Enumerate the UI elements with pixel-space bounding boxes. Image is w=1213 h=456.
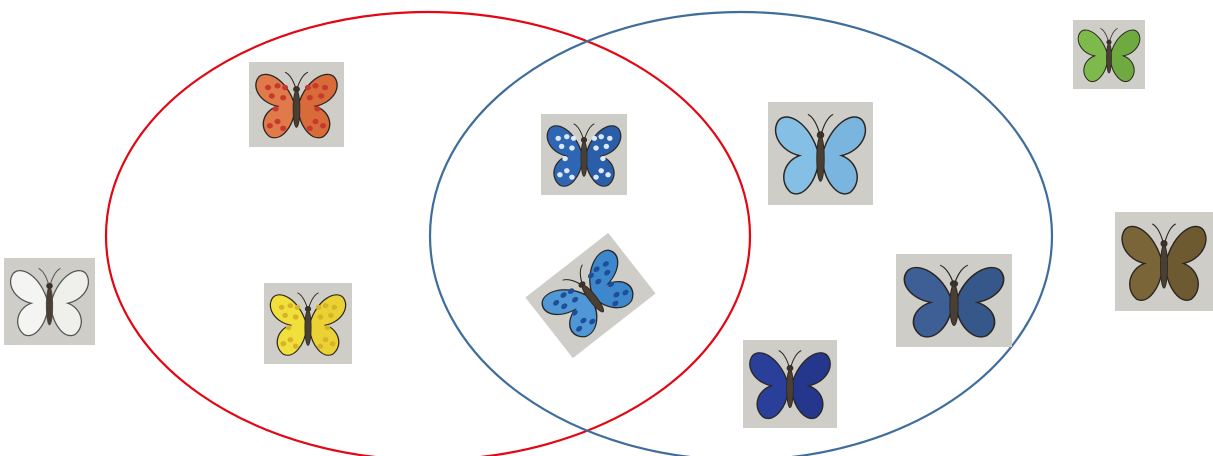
butterfly-icon: [264, 283, 352, 364]
butterfly-icon: [1073, 20, 1145, 89]
butterfly-card-yellow-dotted: [264, 283, 352, 364]
set-right-ellipse: [430, 12, 1052, 456]
butterfly-icon: [1115, 212, 1213, 311]
set-left-ellipse: [106, 12, 750, 456]
butterfly-icon: [743, 340, 837, 428]
butterfly-card-brown-plain: [1115, 212, 1213, 311]
butterfly-icon: [768, 102, 873, 205]
butterfly-icon: [541, 114, 627, 195]
butterfly-card-uncolored: [4, 258, 95, 345]
butterfly-card-green-plain: [1073, 20, 1145, 89]
butterfly-card-blue-white-dotted: [541, 114, 627, 195]
butterfly-card-orange-dotted: [249, 62, 344, 147]
butterfly-icon: [249, 62, 344, 147]
butterfly-card-steelblue-plain: [896, 254, 1012, 347]
butterfly-icon: [896, 254, 1012, 347]
butterfly-card-lightblue-plain: [768, 102, 873, 205]
butterfly-icon: [4, 258, 95, 345]
butterfly-card-navy-plain: [743, 340, 837, 428]
